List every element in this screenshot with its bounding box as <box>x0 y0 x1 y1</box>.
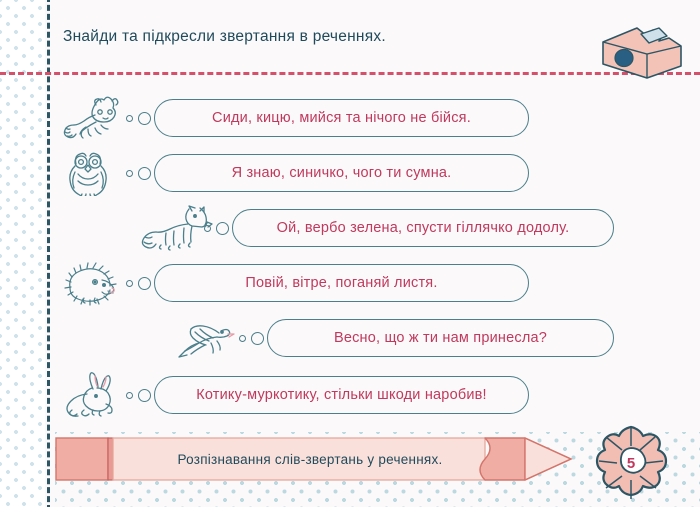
pencil-banner <box>55 437 585 481</box>
thought-dot-small <box>126 391 133 399</box>
thought-dot-small <box>126 169 133 177</box>
exercise-row: Ой, вербо зелена, спусти гіллячко додолу… <box>140 205 614 251</box>
bird-icon <box>175 315 237 361</box>
sentence-bubble[interactable]: Ой, вербо зелена, спусти гіллячко додолу… <box>232 209 614 247</box>
sentence-text: Сиди, кицю, мийся та нічого не бійся. <box>212 110 471 126</box>
thought-dots <box>126 276 151 290</box>
flower-rosette-icon <box>592 424 670 502</box>
sentence-text: Повій, вітре, поганяй листя. <box>245 275 438 291</box>
left-dot-pattern <box>0 0 45 507</box>
exercise-row: Я знаю, синичко, чого ти сумна. <box>62 150 529 196</box>
thought-dot-small <box>204 224 211 232</box>
thought-dot-large <box>138 111 151 125</box>
page-title: Знайди та підкресли звертання в реченнях… <box>63 28 386 45</box>
vertical-fold-dashed-line <box>47 0 50 507</box>
thought-dot-large <box>138 388 151 402</box>
sentence-text: Я знаю, синичко, чого ти сумна. <box>231 165 452 181</box>
exercise-row: Повій, вітре, поганяй листя. <box>62 260 529 306</box>
sentence-bubble[interactable]: Сиди, кицю, мийся та нічого не бійся. <box>154 99 529 137</box>
sentence-text: Ой, вербо зелена, спусти гіллячко додолу… <box>276 220 570 236</box>
sentence-bubble[interactable]: Повій, вітре, поганяй листя. <box>154 264 529 302</box>
thought-dots <box>126 166 151 180</box>
thought-dot-large <box>138 276 151 290</box>
exercise-row: Котику-муркотику, стільки шкоди наробив! <box>62 372 529 418</box>
sentence-text: Весно, що ж ти нам принесла? <box>333 330 548 346</box>
thought-dots <box>239 331 264 345</box>
raccoon-icon <box>62 95 124 141</box>
horizontal-fold-dashed-line <box>0 72 700 75</box>
fox-icon <box>140 205 213 251</box>
thought-dot-large <box>251 331 264 345</box>
owl-icon <box>62 150 124 196</box>
thought-dots <box>204 221 229 235</box>
rabbit-icon <box>62 372 124 418</box>
thought-dot-large <box>216 221 229 235</box>
exercise-row: Весно, що ж ти нам принесла? <box>175 315 614 361</box>
sentence-text: Котику-муркотику, стільки шкоди наробив! <box>196 387 487 403</box>
thought-dot-large <box>138 166 151 180</box>
sentence-bubble[interactable]: Котику-муркотику, стільки шкоди наробив! <box>154 376 529 414</box>
hedgehog-icon <box>62 260 124 306</box>
thought-dot-small <box>126 114 133 122</box>
sentence-bubble[interactable]: Я знаю, синичко, чого ти сумна. <box>154 154 529 192</box>
thought-dot-small <box>126 279 133 287</box>
thought-dots <box>126 111 151 125</box>
exercise-row: Сиди, кицю, мийся та нічого не бійся. <box>62 95 529 141</box>
pencil-sharpener-icon <box>597 24 687 80</box>
thought-dots <box>126 388 151 402</box>
thought-dot-small <box>239 334 246 342</box>
sentence-bubble[interactable]: Весно, що ж ти нам принесла? <box>267 319 614 357</box>
